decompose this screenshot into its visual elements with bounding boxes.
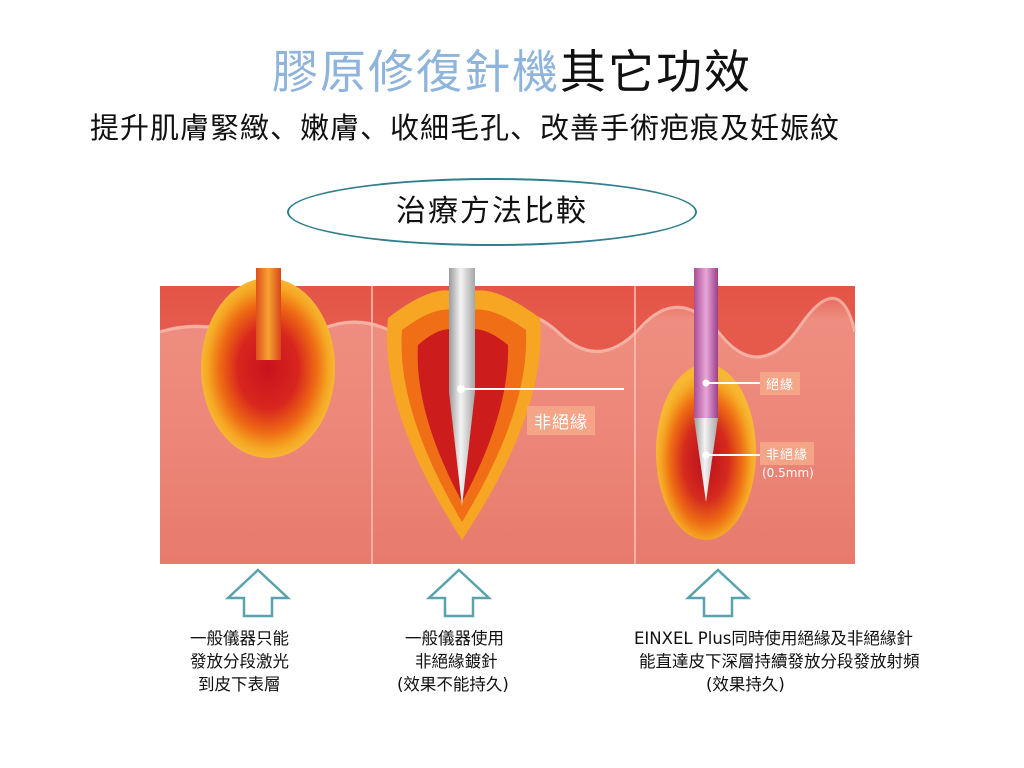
insulated-needle-section — [694, 268, 718, 418]
label-non-insulated: 非絕緣 — [527, 406, 595, 435]
up-arrow-2-icon — [425, 568, 493, 618]
label-tip-size: (0.5mm) — [762, 466, 814, 480]
caption-laser: 一般儀器只能發放分段激光到皮下表層 — [190, 629, 289, 694]
skin-surface-wave — [160, 286, 855, 356]
laser-heat-zone — [201, 278, 335, 458]
up-arrow-3-icon — [684, 568, 752, 618]
label-non-insulated-tip: 非絕緣 — [760, 442, 815, 465]
page-subtitle: 提升肌膚緊緻、嫩膚、收細毛孔、改善手術疤痕及妊娠紋 — [90, 111, 841, 145]
caption-non-insulated: 一般儀器使用非絕緣鍍針(效果不能持久) — [397, 629, 509, 694]
caption-einxel: EINXEL Plus同時使用絕緣及非絕緣針能直達皮下深層持續發放分段發放射頻(… — [634, 629, 920, 694]
label-insulated: 絕緣 — [760, 372, 801, 395]
page-title: 膠原修復針機其它功效 — [0, 42, 1024, 102]
title-highlight: 膠原修復針機 — [272, 45, 560, 99]
laser-rod — [256, 268, 281, 360]
title-rest: 其它功效 — [560, 45, 752, 99]
non-insulated-tip — [694, 418, 718, 502]
comparison-oval-label: 治療方法比較 — [396, 194, 588, 229]
up-arrow-1-icon — [224, 568, 292, 618]
comparison-oval: 治療方法比較 — [287, 178, 697, 246]
